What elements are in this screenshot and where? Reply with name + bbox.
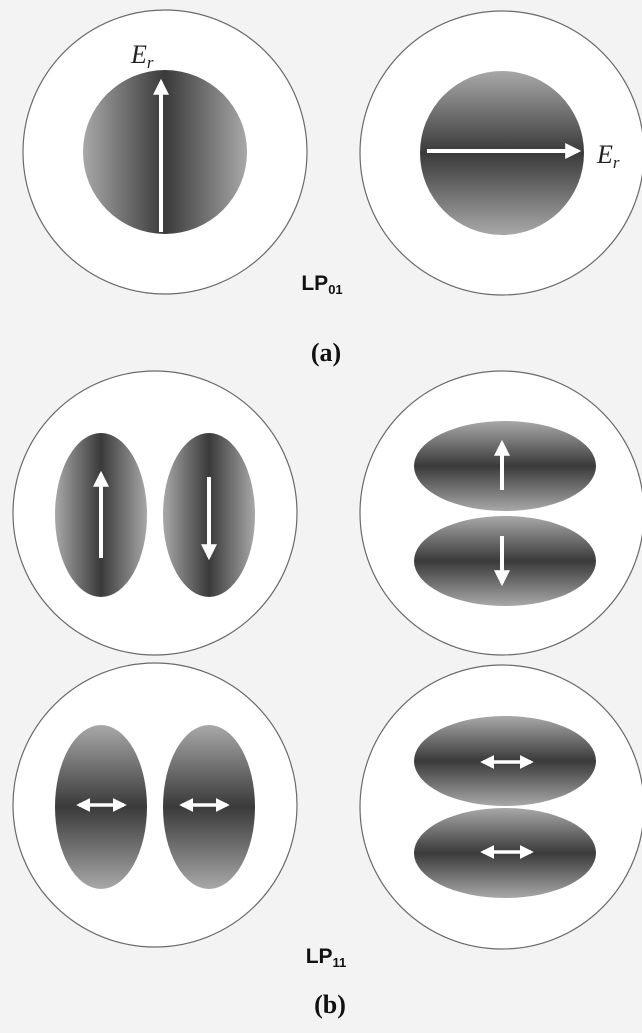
mode-name: LP xyxy=(301,272,328,295)
mode-core-spot xyxy=(83,70,247,234)
mode-lobe xyxy=(414,516,596,606)
lp11-vertical-lobes-horizontal-field xyxy=(13,663,297,947)
lp11-vertical-lobes-vertical-field xyxy=(13,371,297,655)
lp11-horizontal-lobes-vertical-field xyxy=(360,371,642,655)
fiber-cladding xyxy=(360,665,642,949)
panel-label-a: (a) xyxy=(311,338,341,368)
mode-index: 11 xyxy=(333,955,347,970)
lp11-horizontal-lobes-horizontal-field xyxy=(360,665,642,949)
mode-index: 01 xyxy=(328,282,342,297)
field-label-horizontal: Er xyxy=(597,140,620,173)
panel-label-b: (b) xyxy=(314,990,346,1020)
field-symbol: E xyxy=(597,140,613,169)
mode-lobe xyxy=(163,725,255,889)
field-subscript: r xyxy=(147,53,154,72)
field-symbol: E xyxy=(131,40,147,69)
mode-label-lp11: LP11 xyxy=(306,945,347,970)
mode-lobe xyxy=(55,725,147,889)
mode-name: LP xyxy=(306,945,333,968)
field-label-vertical: Er xyxy=(131,40,154,73)
lp01-vertical-fiber xyxy=(23,10,307,294)
mode-label-lp01: LP01 xyxy=(301,272,342,297)
field-subscript: r xyxy=(613,153,620,172)
fiber-cladding xyxy=(360,371,642,655)
mode-lobe xyxy=(414,421,596,511)
